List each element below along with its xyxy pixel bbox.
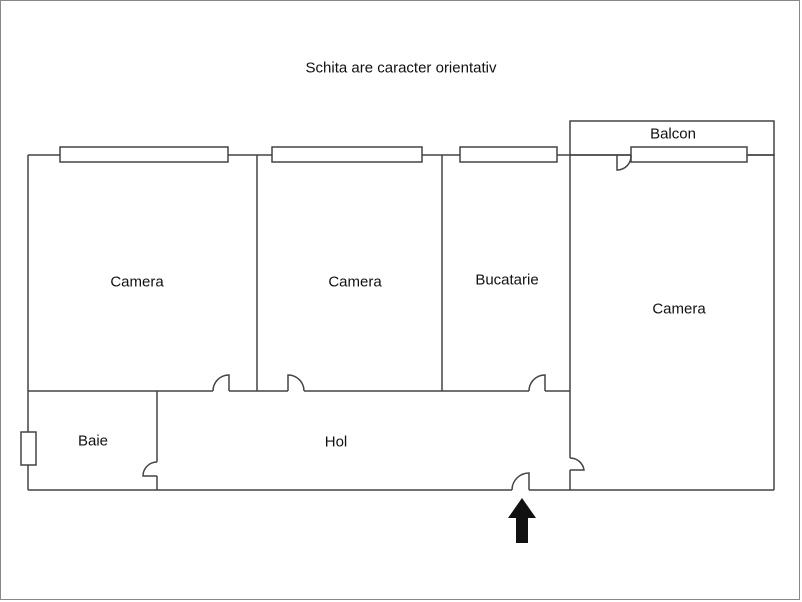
arrow-up-icon: [508, 498, 536, 543]
balcony-door: [616, 154, 632, 171]
window: [630, 146, 748, 163]
plan-title: Schita are caracter orientativ: [305, 59, 497, 77]
room-label-camera-3: Camera: [652, 300, 706, 318]
door: [287, 374, 305, 392]
room-label-camera-2: Camera: [328, 273, 382, 291]
window: [459, 146, 558, 163]
room-label-balcon: Balcon: [650, 125, 696, 143]
room-label-baie: Baie: [77, 432, 109, 450]
window: [59, 146, 229, 163]
door: [212, 374, 230, 392]
room-label-bucatarie: Bucatarie: [475, 271, 539, 289]
door: [142, 461, 158, 477]
door: [569, 457, 585, 471]
room-label-hol: Hol: [324, 433, 348, 451]
window: [20, 431, 37, 466]
entrance-door: [511, 472, 530, 491]
window: [271, 146, 423, 163]
door: [528, 374, 546, 392]
room-label-camera-1: Camera: [110, 273, 164, 291]
